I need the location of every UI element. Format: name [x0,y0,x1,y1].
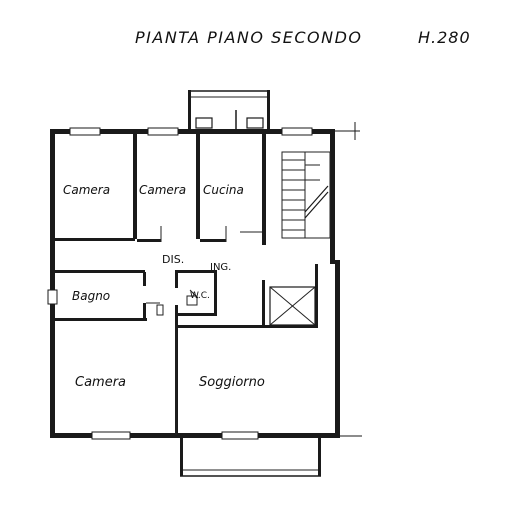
height-label: H.280 [418,28,471,47]
room-label-camera-3: Camera [75,375,126,390]
top-windows [69,127,313,136]
interior-walls [55,134,318,435]
room-label-camera-1: Camera [63,183,110,197]
room-label-soggiorno: Soggiorno [199,375,265,390]
room-label-camera-2: Camera [139,183,186,197]
room-label-cucina: Cucina [203,183,244,197]
room-label-bagno: Bagno [72,289,110,303]
outer-walls [50,122,362,438]
top-balcony [188,90,270,132]
room-label-wc: W.C. [190,291,210,301]
room-label-dis: DIS. [162,253,184,266]
staircase [281,151,331,239]
elevator-shaft [262,280,316,328]
bottom-windows [91,431,259,440]
bottom-balcony [180,438,321,477]
plan-title: PIANTA PIANO SECONDO [135,28,363,47]
room-label-ing: ING. [210,262,231,273]
left-wall-marks [47,289,58,305]
